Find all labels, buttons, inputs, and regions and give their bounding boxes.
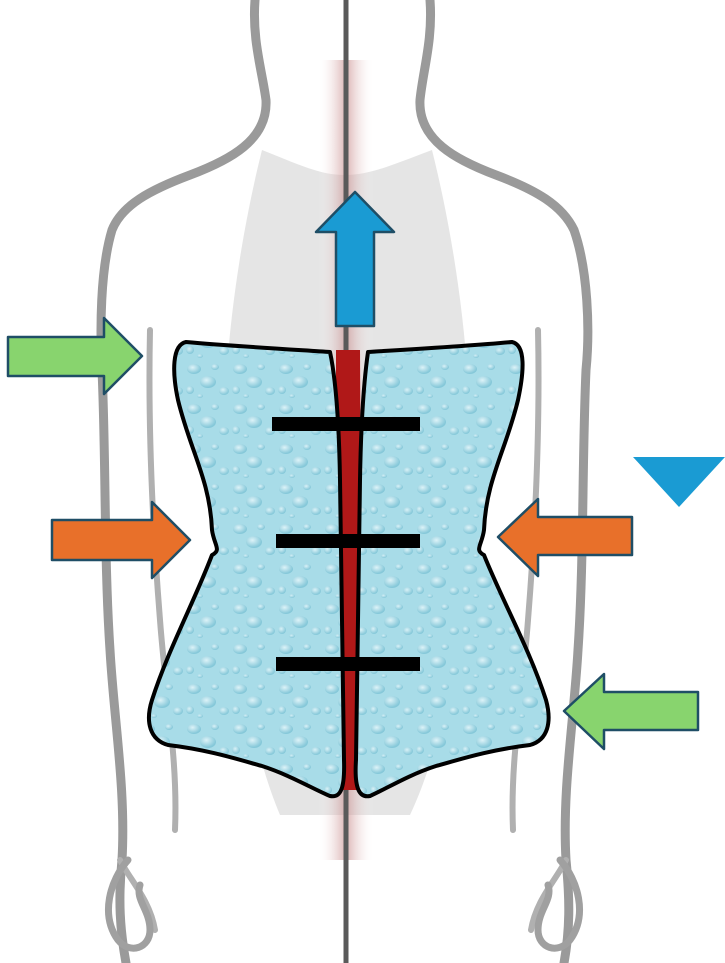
corset-brace (149, 342, 549, 796)
